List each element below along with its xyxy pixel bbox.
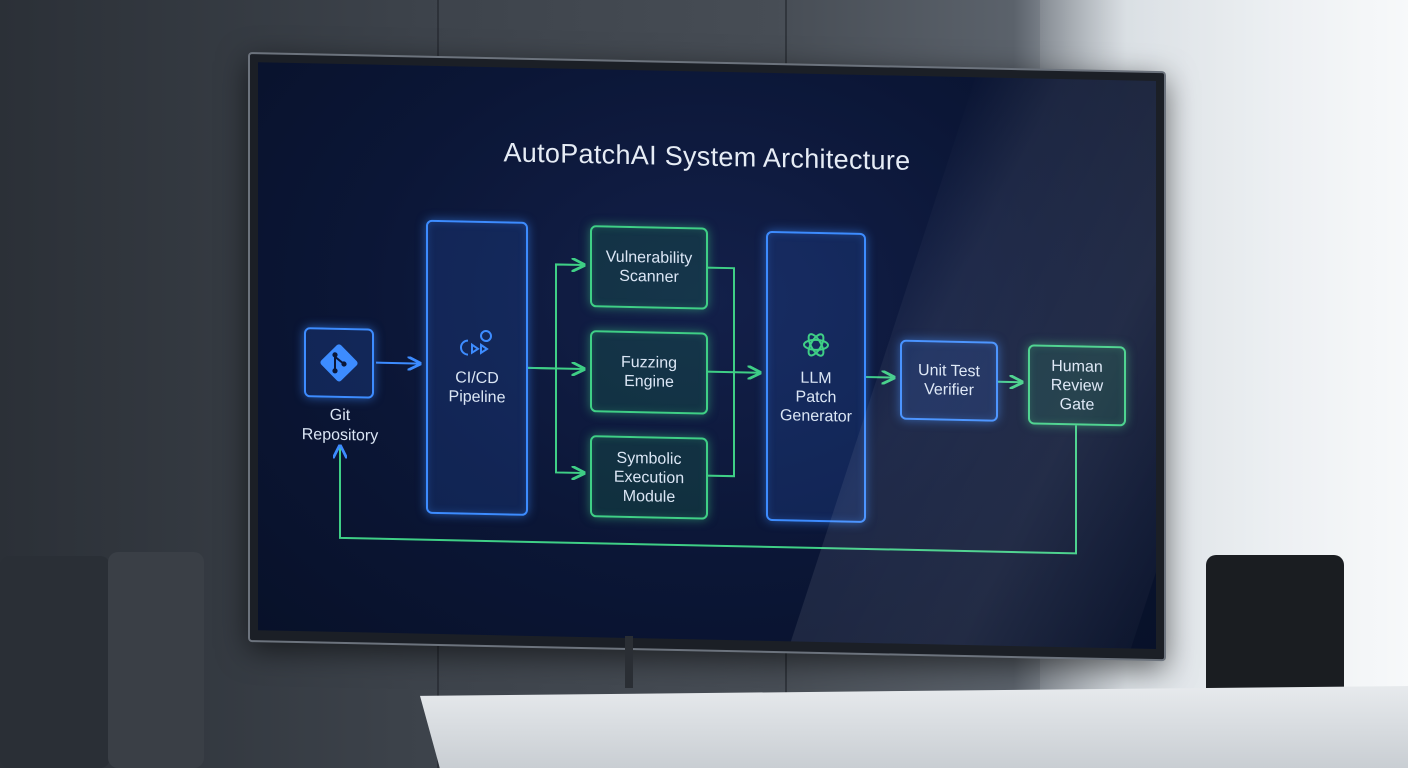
tv-screen: AutoPatchAI System Architecture [258,62,1156,650]
llm-knot-icon [803,332,829,357]
chair-left-back [0,556,110,768]
edge-symbolic-to-llm [706,372,735,478]
symbolic-execution-node: Symbolic Execution Module [590,435,708,520]
edge-human-to-git [340,425,1077,555]
edge-llm-to-unittest [866,377,894,378]
symbolic-execution-label: Symbolic Execution Module [613,449,685,506]
cicd-pipeline-node: CI/CD Pipeline [426,219,528,516]
chair-left-front [108,552,204,768]
edge-fuzz-to-llm [706,372,760,373]
tv-display: AutoPatchAI System Architecture [248,52,1166,662]
vulnerability-scanner-label: Vulnerability Scanner [605,248,693,287]
edge-unittest-to-human [998,382,1022,383]
llm-patch-generator-label: LLM Patch Generator [779,369,853,426]
human-review-gate-node: Human Review Gate [1028,344,1126,427]
unit-test-verifier-label: Unit Test Verifier [918,362,980,400]
git-icon [320,344,358,382]
tv-mount-pole [625,636,633,688]
edge-vuln-to-llm [706,266,735,373]
unit-test-verifier-node: Unit Test Verifier [900,339,998,422]
workflow-icon [460,329,492,356]
cicd-pipeline-label: CI/CD Pipeline [448,369,506,407]
edge-cicd-to-vuln [528,264,584,370]
fuzzing-engine-node: Fuzzing Engine [590,330,708,415]
human-review-gate-label: Human Review Gate [1050,357,1104,414]
fuzzing-engine-label: Fuzzing Engine [620,353,678,391]
edge-git-to-cicd [376,363,420,364]
edge-cicd-to-symbolic [555,368,584,473]
git-repository-label: Git Repository [301,406,379,445]
llm-patch-generator-node: LLM Patch Generator [766,230,866,523]
connector-lines [258,62,1077,555]
vulnerability-scanner-node: Vulnerability Scanner [590,225,708,310]
git-repository-icon-box [304,327,374,399]
conference-table [420,686,1408,768]
